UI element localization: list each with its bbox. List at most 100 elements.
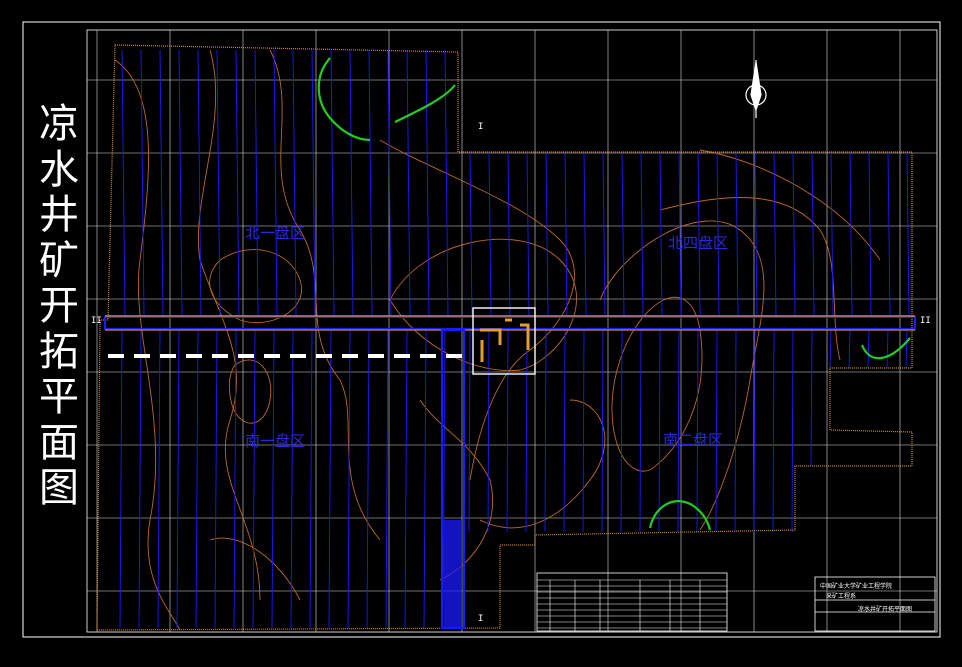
title-char: 面 <box>39 419 79 466</box>
shaft-yard <box>472 307 536 375</box>
title-char: 井 <box>39 192 79 238</box>
panel-line-south <box>233 329 237 629</box>
panel-line-north-east <box>678 152 682 317</box>
panel-line-south-east <box>810 329 813 467</box>
panel-line-south <box>157 329 161 629</box>
zone-label-south-1: 南一盘区 <box>245 432 306 450</box>
panel-lines <box>119 49 910 629</box>
panel-line-north-east <box>830 152 834 317</box>
panel-line-south <box>214 329 218 629</box>
panel-line-south-east <box>658 329 661 533</box>
panel-line-south <box>423 329 427 629</box>
panel-line-south-east <box>829 329 832 369</box>
zone-label-south-2: 南二盘区 <box>663 431 724 449</box>
panel-line-south <box>290 329 294 629</box>
section-marker-top: I <box>478 122 484 132</box>
south-roadway-fill <box>444 520 462 628</box>
panel-line-south-east <box>734 329 737 533</box>
panel-line-north-east <box>849 152 853 317</box>
panel-line-north-east <box>602 152 606 317</box>
panel-line-south-east <box>563 329 566 533</box>
panel-line-north <box>444 49 449 317</box>
panel-line-north <box>292 49 297 317</box>
panel-line-north-east <box>507 152 511 317</box>
panel-line-north-east <box>906 152 910 317</box>
panel-line-south-east <box>886 329 889 369</box>
panel-line-south <box>309 329 313 629</box>
panel-line-south <box>195 329 199 629</box>
panel-line-south-east <box>696 329 699 533</box>
zone-label-north-1: 北一盘区 <box>245 224 306 242</box>
panel-line-south <box>176 329 180 629</box>
panel-line-south-east <box>677 329 680 533</box>
section-marker-bottom: I <box>478 614 484 624</box>
panel-line-south-east <box>620 329 623 533</box>
panel-line-north <box>425 49 430 317</box>
panel-line-north <box>121 49 126 317</box>
panel-line-south-east <box>772 329 775 533</box>
title-char: 凉 <box>39 101 79 147</box>
outer-frame <box>22 21 941 638</box>
faults <box>317 57 911 531</box>
title-char: 水 <box>39 146 79 193</box>
title-block-dept: 采矿工程系 <box>826 593 857 600</box>
panel-line-north <box>311 49 316 317</box>
title-block-rows <box>537 579 727 631</box>
title-char: 矿 <box>39 237 79 284</box>
north-arrow-icon <box>745 60 767 118</box>
panel-line-south <box>271 329 275 629</box>
panel-line-south-east <box>848 329 851 369</box>
panel-line-north-east <box>640 152 644 317</box>
panel-line-south-east <box>582 329 585 533</box>
panel-line-north <box>197 49 202 317</box>
panel-line-north <box>349 49 354 317</box>
panel-line-north-east <box>621 152 625 317</box>
panel-line-north-east <box>773 152 777 317</box>
panel-line-north-east <box>526 152 530 317</box>
panel-line-north-east <box>545 152 549 317</box>
panel-line-north <box>178 49 183 317</box>
panel-line-south <box>119 329 123 629</box>
panel-line-south-east <box>601 329 604 533</box>
panel-line-north <box>406 49 411 317</box>
panel-line-south <box>404 329 408 629</box>
shaft-yard-works <box>480 318 530 362</box>
panel-line-north-east <box>811 152 815 317</box>
contour-lines <box>114 49 881 631</box>
panel-line-north <box>159 49 164 317</box>
panel-line-south-east <box>544 329 547 533</box>
section-marker-right: II <box>920 316 931 326</box>
panel-line-south-east <box>715 329 718 533</box>
main-roadway <box>104 316 916 330</box>
panel-line-south <box>366 329 370 629</box>
section-marker-left: II <box>91 316 102 326</box>
panel-line-south-east <box>639 329 642 533</box>
panel-line-north-east <box>868 152 872 317</box>
panel-line-north-east <box>697 152 701 317</box>
panel-line-north <box>235 49 240 317</box>
panel-line-north <box>254 49 259 317</box>
zone-label-north-4: 北四盘区 <box>668 234 729 252</box>
drawing-title: 凉水井矿开拓平面图 <box>34 101 84 512</box>
panel-line-south-east <box>905 329 908 369</box>
panel-line-north <box>273 49 278 317</box>
panel-line-south <box>138 329 142 629</box>
panel-line-north <box>140 49 145 317</box>
panel-line-north-east <box>564 152 568 317</box>
panel-line-north <box>368 49 373 317</box>
panel-line-north <box>387 49 392 317</box>
panel-line-north-east <box>488 152 492 317</box>
panel-line-north <box>216 49 221 317</box>
title-block-org: 中国矿业大学矿业工程学院 <box>820 583 893 590</box>
title-char: 平 <box>39 374 79 420</box>
panel-line-north-east <box>887 152 891 317</box>
panel-line-south-east <box>487 329 490 533</box>
panel-line-north-east <box>735 152 739 317</box>
panel-line-south-east <box>791 329 794 533</box>
panel-line-north-east <box>583 152 587 317</box>
title-block-drawing-name: 凉水井矿开拓平面图 <box>858 606 913 613</box>
title-block <box>536 572 936 632</box>
panel-line-south-east <box>525 329 528 533</box>
panel-line-north-east <box>469 152 473 317</box>
